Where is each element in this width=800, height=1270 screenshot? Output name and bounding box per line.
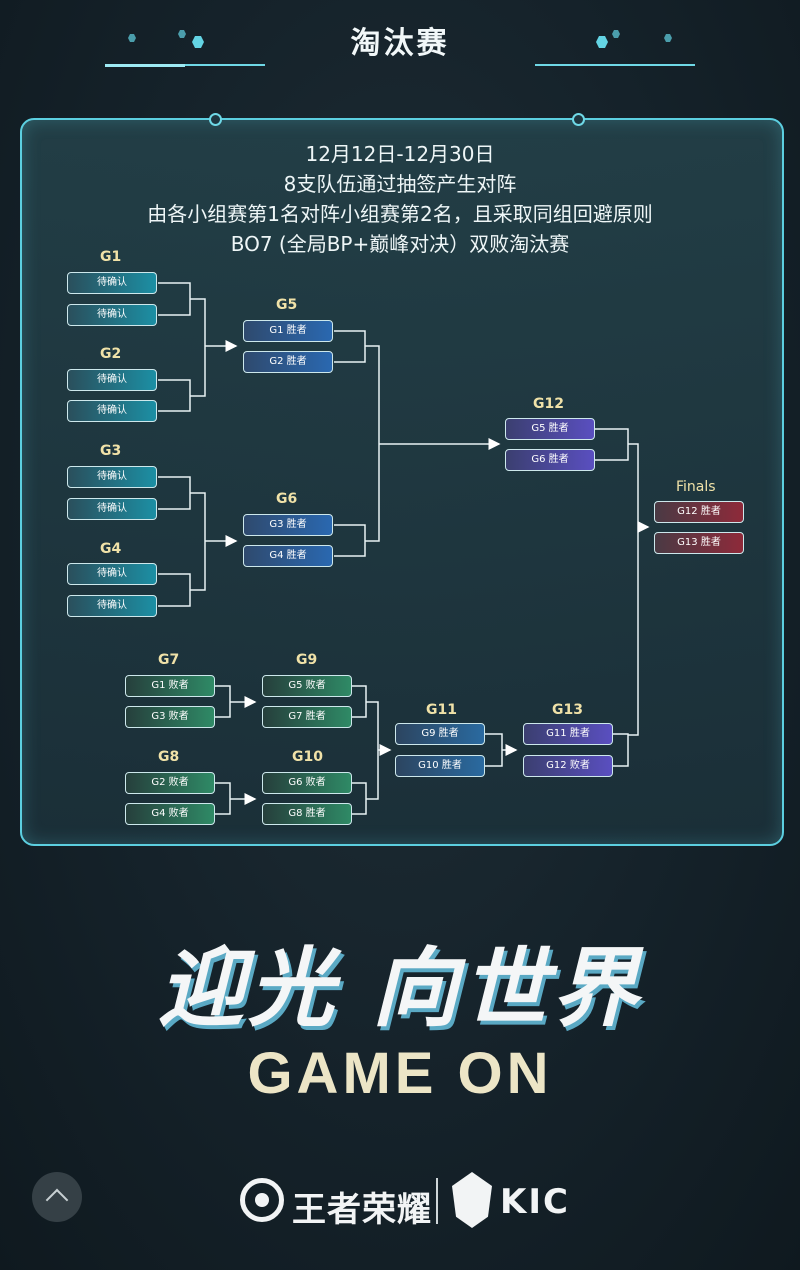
match-label-g9: G9 bbox=[296, 652, 318, 668]
hex-decoration-icon bbox=[192, 36, 204, 48]
hex-decoration-icon bbox=[178, 30, 186, 38]
hex-decoration-icon bbox=[612, 30, 620, 38]
bracket-slot-g9-team2[interactable]: G7 胜者 bbox=[262, 706, 352, 728]
event-logo-text: KIC bbox=[500, 1182, 570, 1222]
bracket-slot-g2-team1[interactable]: 待确认 bbox=[67, 369, 157, 391]
bracket-slot-g3-team1[interactable]: 待确认 bbox=[67, 466, 157, 488]
logo-divider bbox=[436, 1178, 438, 1224]
page-title: 淘汰赛 bbox=[350, 26, 450, 61]
format-rule: BO7 (全局BP+巅峰对决）双败淘汰赛 bbox=[230, 232, 570, 256]
match-label-g1: G1 bbox=[100, 249, 122, 265]
match-label-g6: G6 bbox=[276, 491, 298, 507]
bracket-slot-g7-team2[interactable]: G3 败者 bbox=[125, 706, 215, 728]
bracket-slot-g2-team2[interactable]: 待确认 bbox=[67, 400, 157, 422]
scroll-to-top-button[interactable] bbox=[32, 1172, 82, 1222]
bracket-slot-g5-team2[interactable]: G2 胜者 bbox=[243, 351, 333, 373]
slogan: 迎光 向世界 bbox=[158, 939, 642, 1039]
header-line-accent-left bbox=[105, 64, 185, 67]
bracket-slot-finals-team2[interactable]: G13 胜者 bbox=[654, 532, 744, 554]
bracket-slot-g1-team1[interactable]: 待确认 bbox=[67, 272, 157, 294]
bracket-slot-g13-team2[interactable]: G12 败者 bbox=[523, 755, 613, 777]
game-logo-text: 王者荣耀 bbox=[292, 1190, 432, 1230]
hex-decoration-icon bbox=[664, 34, 672, 42]
bracket-slot-g5-team1[interactable]: G1 胜者 bbox=[243, 320, 333, 342]
match-label-g8: G8 bbox=[158, 749, 180, 765]
bracket-slot-g6-team2[interactable]: G4 胜者 bbox=[243, 545, 333, 567]
bracket-slot-g1-team2[interactable]: 待确认 bbox=[67, 304, 157, 326]
bracket-slot-finals-team1[interactable]: G12 胜者 bbox=[654, 501, 744, 523]
panel-node-icon bbox=[209, 113, 222, 126]
match-label-g12: G12 bbox=[533, 396, 564, 412]
panel-node-icon bbox=[572, 113, 585, 126]
match-label-g10: G10 bbox=[292, 749, 323, 765]
bracket-slot-g7-team1[interactable]: G1 败者 bbox=[125, 675, 215, 697]
matchup-rule: 由各小组赛第1名对阵小组赛第2名，且采取同组回避原则 bbox=[147, 202, 653, 226]
match-label-g2: G2 bbox=[100, 346, 122, 362]
schedule-dates: 12月12日-12月30日 bbox=[305, 142, 495, 166]
champion-crest-icon bbox=[452, 1172, 492, 1228]
bracket-slot-g13-team1[interactable]: G11 胜者 bbox=[523, 723, 613, 745]
draw-rule: 8支队伍通过抽签产生对阵 bbox=[283, 172, 517, 196]
bracket-slot-g12-team2[interactable]: G6 胜者 bbox=[505, 449, 595, 471]
logo-row: 王者荣耀 KIC bbox=[0, 1168, 800, 1232]
header-line-left bbox=[105, 64, 265, 66]
match-label-g5: G5 bbox=[276, 297, 298, 313]
tagline: GAME ON bbox=[247, 1041, 553, 1106]
bracket-slot-g10-team1[interactable]: G6 败者 bbox=[262, 772, 352, 794]
match-label-g7: G7 bbox=[158, 652, 180, 668]
game-logo-icon bbox=[240, 1178, 284, 1222]
bracket-slot-g11-team2[interactable]: G10 胜者 bbox=[395, 755, 485, 777]
match-label-g4: G4 bbox=[100, 541, 122, 557]
bracket-slot-g6-team1[interactable]: G3 胜者 bbox=[243, 514, 333, 536]
bracket-slot-g4-team2[interactable]: 待确认 bbox=[67, 595, 157, 617]
hex-decoration-icon bbox=[596, 36, 608, 48]
match-label-g3: G3 bbox=[100, 443, 122, 459]
bracket-slot-g3-team2[interactable]: 待确认 bbox=[67, 498, 157, 520]
hex-decoration-icon bbox=[128, 34, 136, 42]
header-line-right bbox=[535, 64, 695, 66]
bracket-slot-g9-team1[interactable]: G5 败者 bbox=[262, 675, 352, 697]
bracket-slot-g10-team2[interactable]: G8 胜者 bbox=[262, 803, 352, 825]
bracket-slot-g4-team1[interactable]: 待确认 bbox=[67, 563, 157, 585]
chevron-up-icon bbox=[45, 1188, 69, 1212]
match-label-g11: G11 bbox=[426, 702, 457, 718]
bracket-slot-g8-team1[interactable]: G2 败者 bbox=[125, 772, 215, 794]
match-label-finals: Finals bbox=[676, 479, 716, 495]
match-label-g13: G13 bbox=[552, 702, 583, 718]
bracket-slot-g8-team2[interactable]: G4 败者 bbox=[125, 803, 215, 825]
bracket-slot-g12-team1[interactable]: G5 胜者 bbox=[505, 418, 595, 440]
bracket-slot-g11-team1[interactable]: G9 胜者 bbox=[395, 723, 485, 745]
